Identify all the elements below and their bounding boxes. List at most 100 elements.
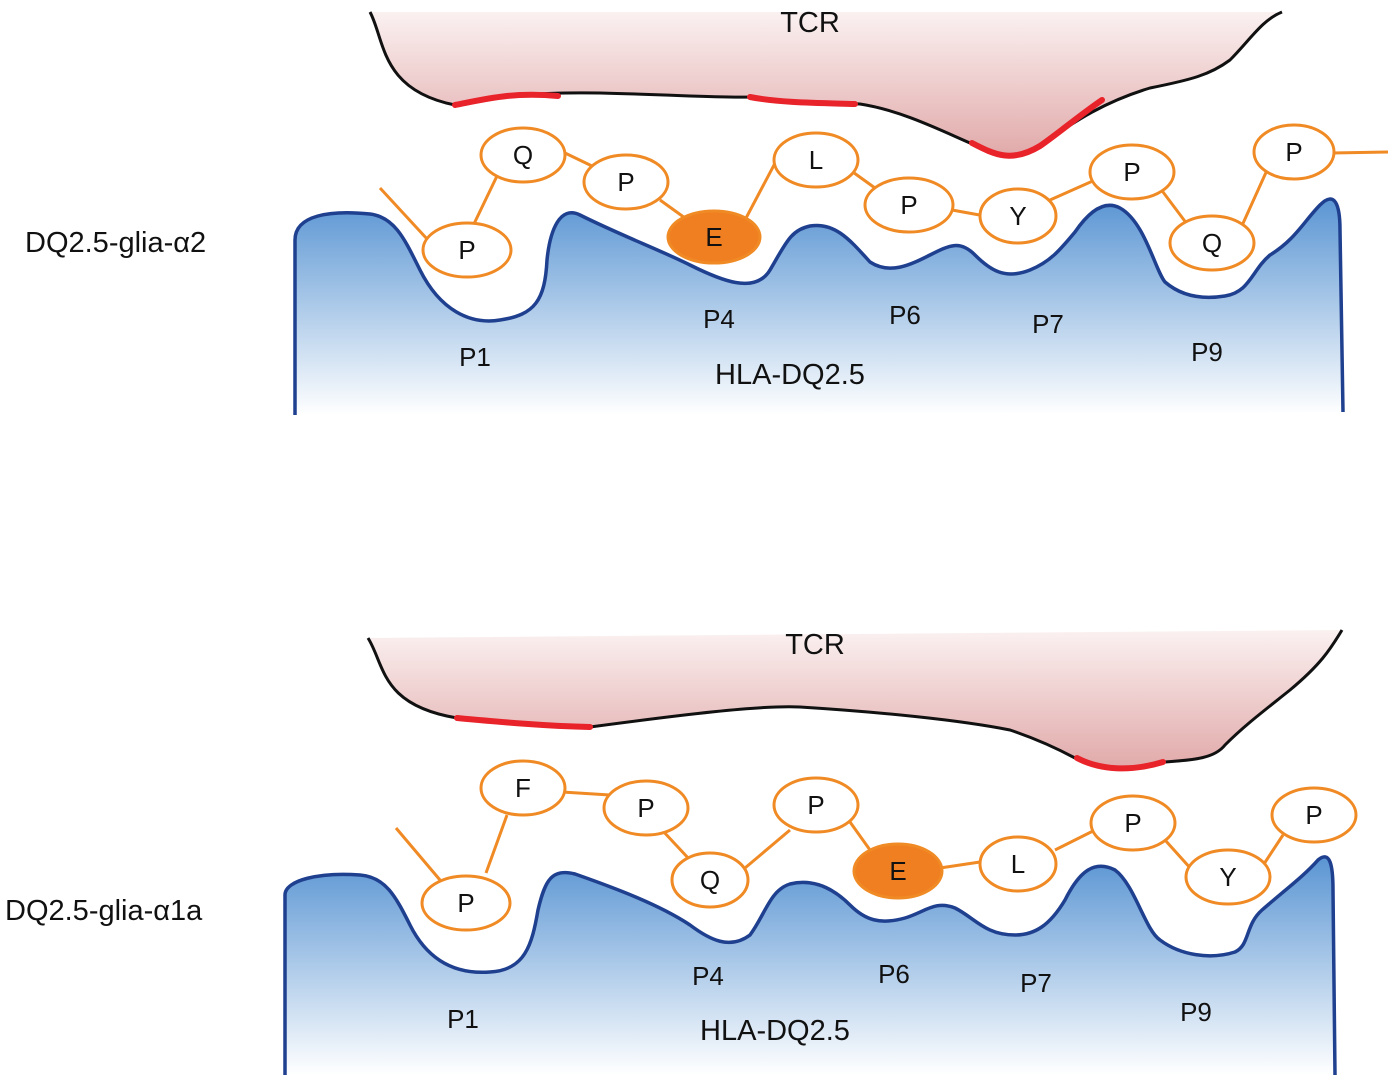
residue-ellipse: [479, 126, 567, 184]
tcr-surface: [368, 630, 1342, 769]
residue-ellipse: [420, 874, 512, 932]
pocket-label-p6: P6: [878, 959, 910, 989]
peptide-bond: [848, 821, 872, 851]
residue-ellipse: [772, 776, 860, 834]
mhc-label: HLA-DQ2.5: [715, 359, 865, 391]
peptide-bond: [1163, 838, 1194, 872]
peptide-bond: [394, 827, 442, 881]
residue-ellipse: [978, 187, 1058, 245]
residue-ellipse: [479, 759, 567, 817]
residue-letter: F: [515, 773, 531, 803]
residue-ellipse: [1168, 214, 1256, 272]
mhc-outline: [283, 855, 1337, 1076]
tcr-contact: [969, 97, 1105, 159]
residue: P: [1252, 123, 1336, 181]
residue: P: [421, 221, 513, 279]
mhc-outline: [293, 197, 1345, 415]
peptide-backbone: [394, 790, 1285, 881]
residue-letter: P: [1124, 808, 1141, 838]
residue-letter: Q: [700, 865, 720, 895]
residue-ellipse: [772, 131, 860, 189]
pocket-label-p4: P4: [703, 304, 735, 334]
peptide-bond: [1049, 178, 1096, 202]
residue-letter: P: [617, 167, 634, 197]
tcr-contact: [747, 94, 858, 107]
residue: P: [1270, 786, 1358, 844]
residue: L: [772, 131, 860, 189]
residue: P: [420, 874, 512, 932]
row-label: DQ2.5-glia-α2: [25, 227, 206, 259]
mhc-groove: [285, 856, 1335, 1075]
residue: P: [863, 176, 955, 234]
pocket-label-p1: P1: [459, 342, 491, 372]
residue-ellipse: [1088, 143, 1176, 201]
residue-letter: P: [457, 888, 474, 918]
residue: Q: [670, 851, 750, 909]
mhc-groove: [295, 199, 1343, 415]
tcr-label: TCR: [785, 629, 845, 661]
residue-letter: P: [807, 790, 824, 820]
residue-ellipse: [1184, 848, 1272, 906]
residue-letter: L: [1011, 849, 1025, 879]
residue: P: [772, 776, 860, 834]
residue-ellipse: [582, 153, 670, 211]
residue-letter: P: [1123, 157, 1140, 187]
residue-ellipse: [1089, 794, 1177, 852]
residue: P: [1088, 143, 1176, 201]
peptide-bond: [660, 828, 692, 862]
residue: L: [978, 835, 1058, 893]
residue: Y: [978, 187, 1058, 245]
residue-anchor: E: [666, 209, 762, 265]
pocket-label-p9: P9: [1180, 997, 1212, 1027]
pocket-label-p6: P6: [889, 300, 921, 330]
residue-letter: Y: [1219, 862, 1236, 892]
residue-letter: P: [458, 235, 475, 265]
residue-letter: P: [1285, 137, 1302, 167]
residue: Q: [1168, 214, 1256, 272]
peptide-bond: [744, 828, 791, 870]
residue: P: [582, 153, 670, 211]
residue-ellipse-anchor: [852, 842, 944, 900]
residue-letter: Y: [1009, 201, 1026, 231]
residue-letter: E: [705, 222, 722, 252]
residue-letter: P: [637, 793, 654, 823]
residue-letter: Q: [1202, 228, 1222, 258]
peptide-bond: [939, 860, 981, 870]
peptide-bond: [1054, 828, 1096, 852]
tcr-surface: [370, 12, 1282, 157]
residue-letter: E: [889, 856, 906, 886]
residue-letter: P: [1305, 800, 1322, 830]
residue-ellipse: [602, 779, 690, 837]
peptide-bond: [1331, 150, 1389, 155]
residue-letter: P: [900, 190, 917, 220]
tcr-contact: [454, 715, 593, 730]
residue-ellipse-anchor: [666, 209, 762, 265]
peptide-bond: [470, 175, 499, 229]
tcr-contact: [452, 91, 561, 108]
mhc-label: HLA-DQ2.5: [700, 1015, 850, 1047]
residue-ellipse: [1270, 786, 1358, 844]
pocket-label-p7: P7: [1020, 968, 1052, 998]
residue-letter: Q: [513, 140, 533, 170]
panel-glia-alpha2: P Q P E L P Y P: [25, 7, 1389, 415]
residue-ellipse: [1252, 123, 1336, 181]
residue-letter: L: [809, 145, 823, 175]
residue-ellipse: [863, 176, 955, 234]
peptide-bond: [484, 814, 509, 874]
pocket-label-p1: P1: [447, 1004, 479, 1034]
residue: Y: [1184, 848, 1272, 906]
peptide-bond: [1158, 187, 1189, 225]
peptide-bond: [378, 186, 430, 242]
pocket-label-p4: P4: [692, 961, 724, 991]
row-label: DQ2.5-glia-α1a: [5, 895, 203, 927]
peptide-bond: [1238, 167, 1270, 231]
residue-anchor: E: [852, 842, 944, 900]
peptide-bond: [561, 790, 611, 797]
pocket-label-p7: P7: [1032, 309, 1064, 339]
residue-ellipse: [670, 851, 750, 909]
residue: P: [1089, 794, 1177, 852]
residue: F: [479, 759, 567, 817]
panel-glia-alpha1a: P F P Q P E L P: [5, 629, 1358, 1076]
